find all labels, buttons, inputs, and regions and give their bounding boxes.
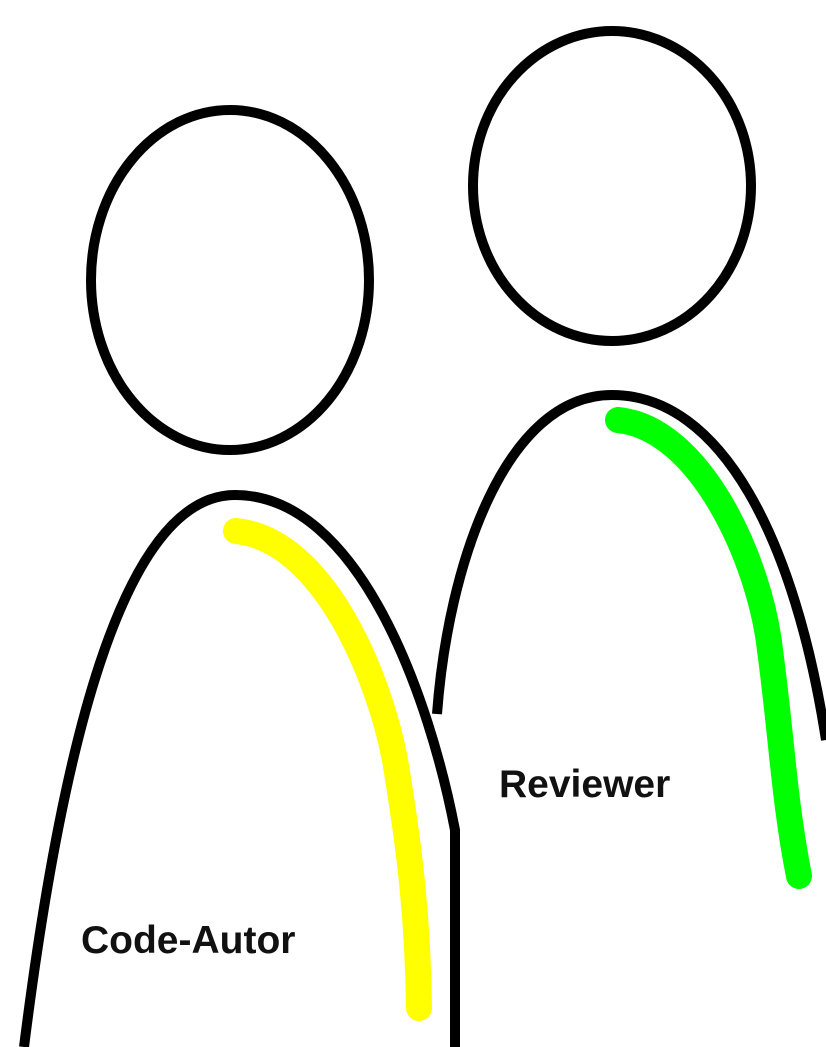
reviewer-highlight-stroke bbox=[605, 407, 812, 889]
code-autor-head bbox=[86, 105, 374, 455]
reviewer-head bbox=[468, 26, 756, 346]
code-autor-body-outline bbox=[19, 489, 460, 1047]
reviewer-body-outline bbox=[432, 389, 826, 741]
reviewer-figure: Reviewer bbox=[432, 26, 826, 889]
code-autor-label: Code-Autor bbox=[81, 919, 295, 962]
code-autor-highlight-stroke bbox=[223, 518, 432, 1021]
reviewer-label: Reviewer bbox=[499, 763, 670, 806]
code-autor-figure: Code-Autor bbox=[19, 105, 460, 1047]
